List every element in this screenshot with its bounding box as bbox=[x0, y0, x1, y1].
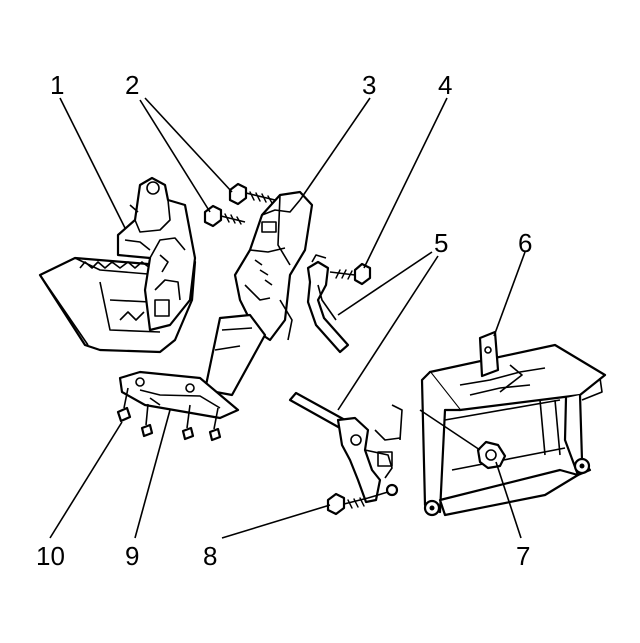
leader-2a bbox=[144, 97, 233, 193]
screw-9a bbox=[140, 403, 154, 438]
callout-8: 8 bbox=[203, 541, 217, 571]
part-10-screw bbox=[116, 387, 132, 423]
callout-9: 9 bbox=[125, 541, 139, 571]
part-6-right-frame bbox=[420, 330, 607, 517]
callout-1: 1 bbox=[50, 70, 64, 100]
callout-labels: 1 2 3 4 5 6 7 8 9 10 bbox=[36, 70, 532, 571]
part-4-bolt bbox=[329, 262, 372, 286]
leader-1 bbox=[59, 97, 126, 229]
leader-4 bbox=[363, 97, 448, 269]
leader-9 bbox=[134, 409, 171, 539]
leader-lines bbox=[49, 97, 526, 539]
leader-6 bbox=[493, 251, 526, 337]
callout-3: 3 bbox=[362, 70, 376, 100]
part-5-cable-lower bbox=[288, 391, 403, 504]
bolt-2b bbox=[203, 204, 246, 228]
screw-9c bbox=[208, 407, 222, 442]
callout-4: 4 bbox=[438, 70, 452, 100]
part-1-left-bracket bbox=[38, 176, 197, 354]
part-3-center-bracket bbox=[203, 190, 314, 397]
part-2-bolts bbox=[203, 182, 276, 228]
leader-10 bbox=[49, 421, 123, 539]
part-5-cable-upper bbox=[306, 254, 350, 354]
part-8-bolt bbox=[326, 483, 399, 516]
callout-10: 10 bbox=[36, 541, 65, 571]
bolt-2a bbox=[228, 182, 276, 206]
leader-7 bbox=[495, 461, 522, 539]
leader-2b bbox=[139, 99, 211, 213]
callout-5: 5 bbox=[434, 228, 448, 258]
callout-7: 7 bbox=[516, 541, 530, 571]
leader-8 bbox=[221, 504, 331, 539]
leader-3 bbox=[299, 97, 371, 201]
callout-6: 6 bbox=[518, 228, 532, 258]
leader-5b bbox=[337, 255, 439, 411]
leader-5a bbox=[337, 251, 433, 316]
part-9-base-plate bbox=[118, 370, 240, 442]
part-7-stud-bolt bbox=[419, 409, 507, 470]
screw-9b bbox=[181, 404, 195, 441]
callout-2: 2 bbox=[125, 70, 139, 100]
